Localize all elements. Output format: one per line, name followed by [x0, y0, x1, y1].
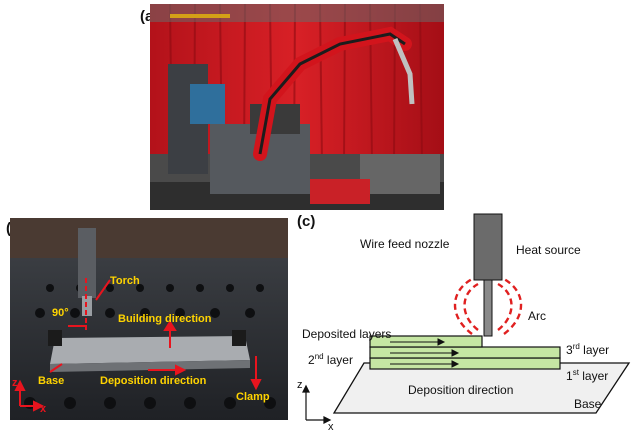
base-pointer [49, 363, 63, 373]
torch-body [78, 228, 96, 298]
layer-3-label: 3rd layer [566, 342, 609, 357]
waam-schematic: Wire feed nozzle Heat source Arc Deposit… [297, 213, 631, 431]
welding-table-photo: Torch 90° Building direction Base Deposi… [10, 218, 288, 420]
torch-pointer [95, 279, 111, 301]
base-label: Base [38, 375, 64, 387]
heat-source-label: Heat source [516, 243, 581, 257]
deposition-direction-label: Deposition direction [408, 383, 513, 397]
axis-z-label: z [12, 377, 18, 389]
arc-icon [453, 276, 523, 335]
right-clamp [232, 330, 246, 346]
angle-label: 90° [52, 307, 69, 319]
arc-label: Arc [528, 309, 546, 323]
base-label: Base [574, 397, 602, 411]
robot-cell-photo [150, 4, 444, 210]
axis-z-label: z [297, 379, 303, 391]
layer-2-label: 2nd layer [308, 352, 353, 367]
torch-label: Torch [110, 275, 140, 287]
panel-c-label: (c) [297, 213, 316, 230]
axis-x-label: x [40, 403, 47, 415]
wire [483, 279, 493, 337]
welding-torch [392, 38, 415, 105]
left-clamp [48, 330, 62, 346]
axes-icon [302, 384, 332, 424]
building-direction-label: Building direction [118, 313, 212, 325]
wire-feed-nozzle-label: Wire feed nozzle [360, 237, 450, 251]
axis-x-label: x [328, 421, 334, 431]
gas-cylinders [190, 84, 225, 124]
deposited-layers-label: Deposited layers [302, 327, 391, 341]
wire-feed-nozzle [473, 213, 503, 281]
layer-1-label: 1st layer [566, 368, 608, 383]
clamp-label: Clamp [236, 391, 270, 403]
deposition-direction-label: Deposition direction [100, 375, 207, 387]
base-plate [50, 336, 250, 364]
